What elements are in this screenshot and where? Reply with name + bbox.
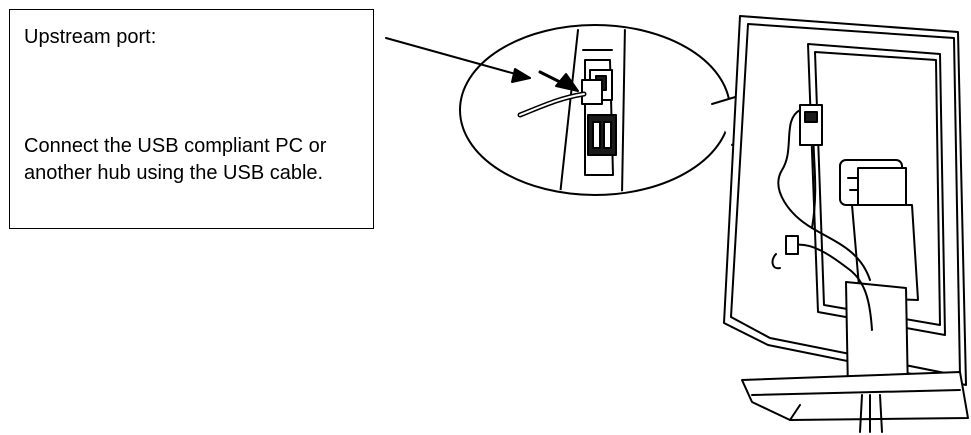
- upstream-port-title: Upstream port:: [24, 26, 157, 48]
- callout-pointer-line: [385, 37, 531, 79]
- pointer-arrowhead: [511, 68, 531, 83]
- callout-box: [9, 9, 374, 229]
- connection-instructions: Connect the USB compliant PC or another …: [24, 135, 327, 184]
- monitor-rear-view: [723, 15, 969, 433]
